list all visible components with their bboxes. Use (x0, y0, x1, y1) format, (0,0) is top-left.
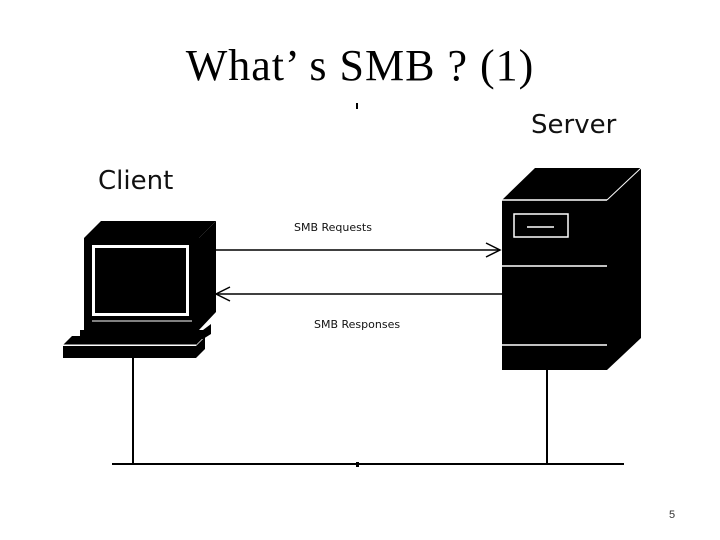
title-mark (356, 103, 358, 109)
smb-responses-arrow (214, 286, 502, 302)
server-tower-icon (502, 167, 642, 370)
bus-marker (356, 462, 359, 467)
server-label: Server (531, 110, 617, 140)
smb-responses-label: SMB Responses (314, 318, 401, 331)
client-label: Client (98, 166, 174, 196)
slide-title: What’ s SMB ? (1) (185, 41, 535, 90)
computer-icon (63, 221, 216, 358)
smb-requests-arrow (216, 242, 502, 258)
page-number: 5 (669, 509, 676, 521)
smb-requests-label: SMB Requests (294, 221, 372, 234)
